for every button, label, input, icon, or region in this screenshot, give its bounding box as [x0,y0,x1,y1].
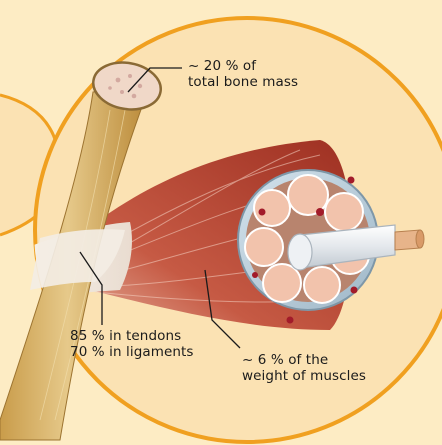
bone-label-line2: total bone mass [188,74,298,90]
muscle-label: ~ 6 % of the weight of muscles [242,352,366,384]
tendon-label-line1: 85 % in tendons [70,328,194,344]
tendon-label: 85 % in tendons 70 % in ligaments [70,328,194,360]
bone-label-line1: ~ 20 % of [188,58,298,74]
bone-label: ~ 20 % of total bone mass [188,58,298,90]
tendon-label-line2: 70 % in ligaments [70,344,194,360]
muscle-label-line1: ~ 6 % of the [242,352,366,368]
muscle-label-line2: weight of muscles [242,368,366,384]
